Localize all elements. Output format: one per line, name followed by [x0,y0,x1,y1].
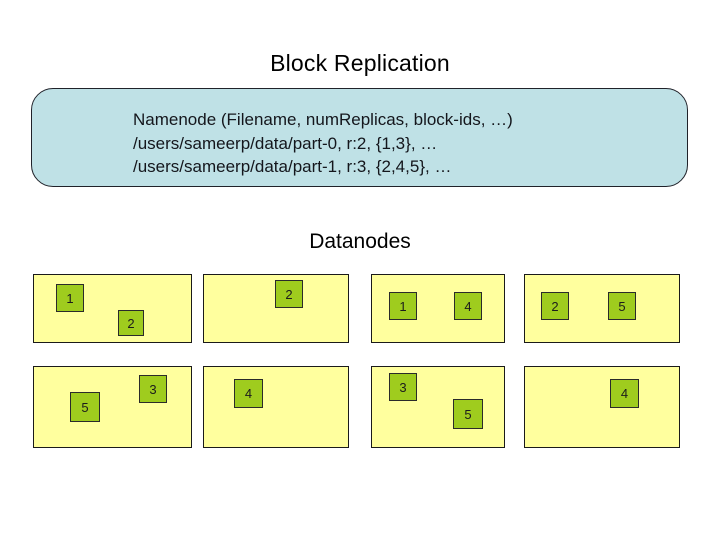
block-square-3: 3 [389,373,417,401]
block-square-2: 2 [118,310,144,336]
block-square-2: 2 [541,292,569,320]
page-title: Block Replication [270,50,450,76]
datanode-8: 4 [524,366,680,448]
datanodes-section-label: Datanodes [309,230,411,253]
block-square-3: 3 [139,375,167,403]
block-square-1: 1 [389,292,417,320]
block-square-5: 5 [608,292,636,320]
block-square-4: 4 [234,379,263,408]
block-square-5: 5 [453,399,483,429]
namenode-line-2: /users/sameerp/data/part-0, r:2, {1,3}, … [133,133,438,153]
block-square-4: 4 [454,292,482,320]
block-square-4: 4 [610,379,639,408]
block-square-1: 1 [56,284,84,312]
block-square-5: 5 [70,392,100,422]
namenode-panel: Namenode (Filename, numReplicas, block-i… [31,88,688,187]
namenode-line-1: Namenode (Filename, numReplicas, block-i… [133,110,513,129]
datanode-2: 2 [203,274,349,343]
namenode-line-3: /users/sameerp/data/part-1, r:3, {2,4,5}… [133,157,452,176]
datanode-6: 4 [203,366,349,448]
namenode-text-block: Namenode (Filename, numReplicas, block-i… [133,108,673,179]
block-square-2: 2 [275,280,303,308]
